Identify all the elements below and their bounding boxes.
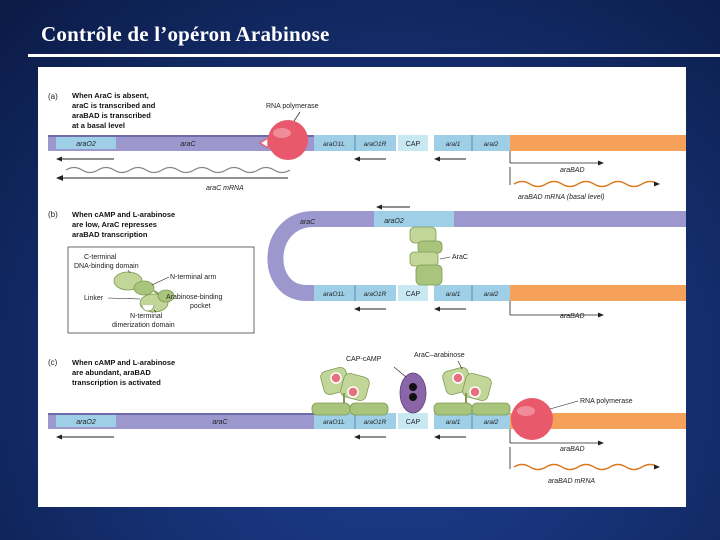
panel-a-arao1r-label: araO1R [364,141,387,148]
panel-a-letter: (a) [48,92,58,101]
panel-b-arao2-label: araO2 [384,218,404,225]
inset-dimerization-label: dimerization domain [112,322,175,329]
panel-c-arabad-mrna-label: araBAD mRNA [548,478,595,485]
panel-c-arac-dimer-left [311,366,389,416]
panel-c-arabad-gene [510,413,686,429]
panel-a-caption-2: araC is transcribed and [72,101,156,110]
panel-c-cap-box [398,413,428,429]
inset-n-terminal-arm-label: N-terminal arm [170,274,216,281]
panel-b: (b) When cAMP and L-arabinose are low, A… [48,204,686,334]
panel-b-cap-label: CAP [406,291,421,298]
panel-b-letter: (b) [48,210,58,219]
panel-c: (c) When cAMP and L-arabinose are abunda… [48,352,686,485]
panel-c-cap-camp-protein [393,366,427,414]
panel-c-cap-camp-label: CAP-cAMP [346,356,382,363]
panel-c-arai2-label: araI2 [484,419,499,426]
panel-a-arabad-label: araBAD [560,167,585,174]
panel-b-arao2-box [374,211,454,227]
panel-a-caption-1: When AraC is absent, [72,91,149,100]
panel-a-rna-polymerase [268,120,308,160]
panel-b-arao1r-label: araO1R [364,291,387,298]
panel-b-arac-loop-label: araC [300,219,316,226]
panel-b-arac-inset: C-terminal DNA-binding domain N-terminal… [67,246,255,334]
panel-b-dna-loop [267,211,374,301]
panel-a-arai2-label: araI2 [484,141,499,148]
panel-a-arao2-label: araO2 [76,141,96,148]
panel-a-arabad-gene [510,135,686,151]
panel-b-arabad-gene [510,285,686,301]
panel-c-arao2-box [56,415,116,427]
inset-linker-label: Linker [84,295,104,302]
panel-c-caption-3: transcription is activated [72,378,161,387]
panel-a-cap-label: CAP [406,141,421,148]
panel-b-cap-box [398,285,428,301]
panel-a-arao2-box [56,137,116,149]
panel-c-caption-1: When cAMP and L-arabinose [72,358,175,367]
panel-a-caption-3: araBAD is transcribed [72,111,151,120]
panel-c-caption-2: are abundant, araBAD [72,368,151,377]
figure-panel: (a) When AraC is absent, araC is transcr… [38,67,686,507]
panel-a-arabad-mrna-label: araBAD mRNA (basal level) [518,194,605,201]
panel-c-letter: (c) [48,358,58,367]
panel-b-arabad-label: araBAD [560,313,585,320]
panel-c-arac-dimer-right [433,360,511,416]
panel-a-cap-box [398,135,428,151]
panel-b-arai1-label: araI1 [446,291,461,298]
panel-b-caption-2: are low, AraC represses [72,220,157,229]
arabinose-operon-figure: (a) When AraC is absent, araC is transcr… [48,91,686,485]
slide-title: Contrôle de l’opéron Arabinose [41,22,330,46]
panel-c-arao1r-label: araO1R [364,419,387,426]
panel-a-arai1-label: araI1 [446,141,461,148]
panel-c-arac-arabinose-label: AraC–arabinose [414,352,465,359]
panel-b-caption-1: When cAMP and L-arabinose [72,210,175,219]
panel-a-arac-label: araC [180,141,196,148]
panel-c-arao2-label: araO2 [76,419,96,426]
panel-c-arac-label: araC [212,419,228,426]
inset-dna-binding-label: DNA-binding domain [74,263,139,270]
panel-c-arao1l-label: araO1L [323,419,345,426]
panel-a-arao1l-label: araO1L [323,141,345,148]
panel-c-rna-polymerase [511,398,553,440]
panel-a-rna-polymerase-label: RNA polymerase [266,103,319,110]
inset-arabinose-pocket-label-2: pocket [190,303,211,310]
panel-c-arabad-label: araBAD [560,446,585,453]
panel-b-arac-protein-label: AraC [452,254,468,261]
panel-b-arao1l-label: araO1L [323,291,345,298]
panel-b-arai2-label: araI2 [484,291,499,298]
panel-c-cap-label: CAP [406,419,421,426]
inset-c-terminal-label: C-terminal [84,254,117,261]
inset-n-terminal-label: N-terminal [130,313,163,320]
panel-c-arai1-label: araI1 [446,419,461,426]
panel-a-arac-mrna-label: araC mRNA [206,185,244,192]
panel-b-caption-3: araBAD transcription [72,230,148,239]
panel-b-arac-dimer [409,226,443,286]
inset-arabinose-pocket-label-1: Arabinose-binding [166,294,223,301]
panel-a-caption-4: at a basal level [72,121,125,130]
panel-a: (a) When AraC is absent, araC is transcr… [48,91,686,201]
title-rule [28,54,720,57]
panel-c-rna-polymerase-label: RNA polymerase [580,398,633,405]
